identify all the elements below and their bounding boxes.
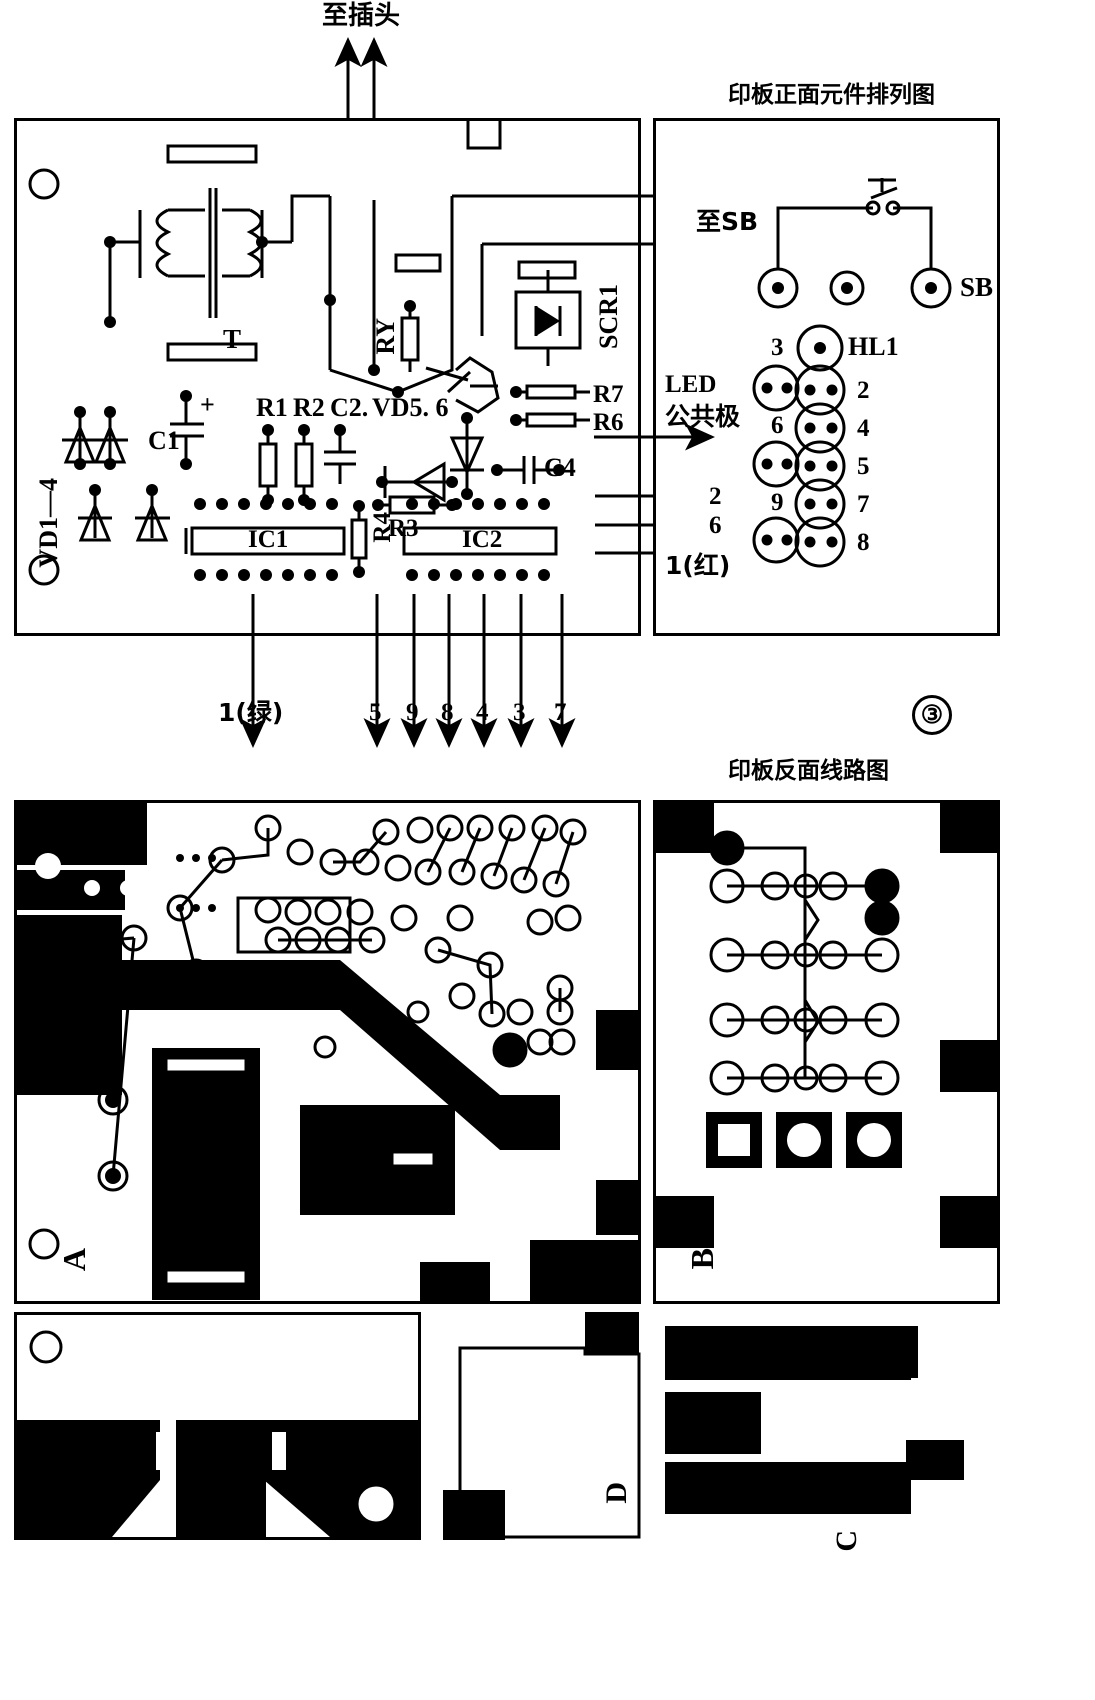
component-label-R6: R6 [593,409,624,436]
pad-number-left: 9 [771,489,784,516]
component-label-R3: R3 [388,515,419,542]
pad-number-right: 8 [857,529,870,556]
component-label-T: T [223,324,242,354]
edge-arrow-label: 2 [709,483,722,510]
bottom-pin-label: 7 [554,699,567,726]
component-label-C4: C4 [544,453,576,482]
figure-number: ③ [912,695,952,735]
bottom-pin-label: 8 [441,699,454,726]
hl1-label: HL1 [848,332,899,361]
pad-number-right: 4 [857,415,870,442]
top-caption: 至插头 [322,1,401,31]
pad-number-left: 6 [771,412,784,439]
edge-arrow-label: 1(红) [665,551,731,580]
bottom-pin-label: 3 [513,699,526,726]
panel1-title: 印板正面元件排列图 [728,82,935,108]
bottom-pin-label: 5 [369,699,382,726]
panel2-title: 印板反面线路图 [728,758,889,784]
pad-number-right: 5 [857,453,870,480]
component-label-R7: R7 [593,381,624,408]
component-label-R2: R2 [293,393,325,422]
bottom-pin-label: 4 [476,699,489,726]
component-label-C1-polarity: + [200,390,215,419]
bottom-pin-label: 9 [406,699,419,726]
component-label-C1: C1 [148,426,180,455]
to-sb-label: 至SB [696,207,759,236]
bottom-pin-label: 1(绿) [218,698,284,727]
component-label-IC1: IC1 [248,526,289,553]
pad-number-right: 2 [857,377,870,404]
sb-label: SB [960,272,994,302]
pad-number-left: 3 [771,334,784,361]
component-label-VD5-6: VD5. 6 [372,393,449,422]
component-label-IC2: IC2 [462,526,503,553]
back-section-label-C: C [830,1530,863,1552]
led-common-label-line1: LED [665,371,717,398]
component-label-C2: C2. [330,393,369,422]
led-common-label-line2: 公共极 [665,402,741,431]
edge-arrow-label: 6 [709,512,722,539]
pad-number-right: 7 [857,491,870,518]
component-label-R1: R1 [256,393,288,422]
front-left-board [14,118,641,636]
front-right-board [653,118,1000,636]
